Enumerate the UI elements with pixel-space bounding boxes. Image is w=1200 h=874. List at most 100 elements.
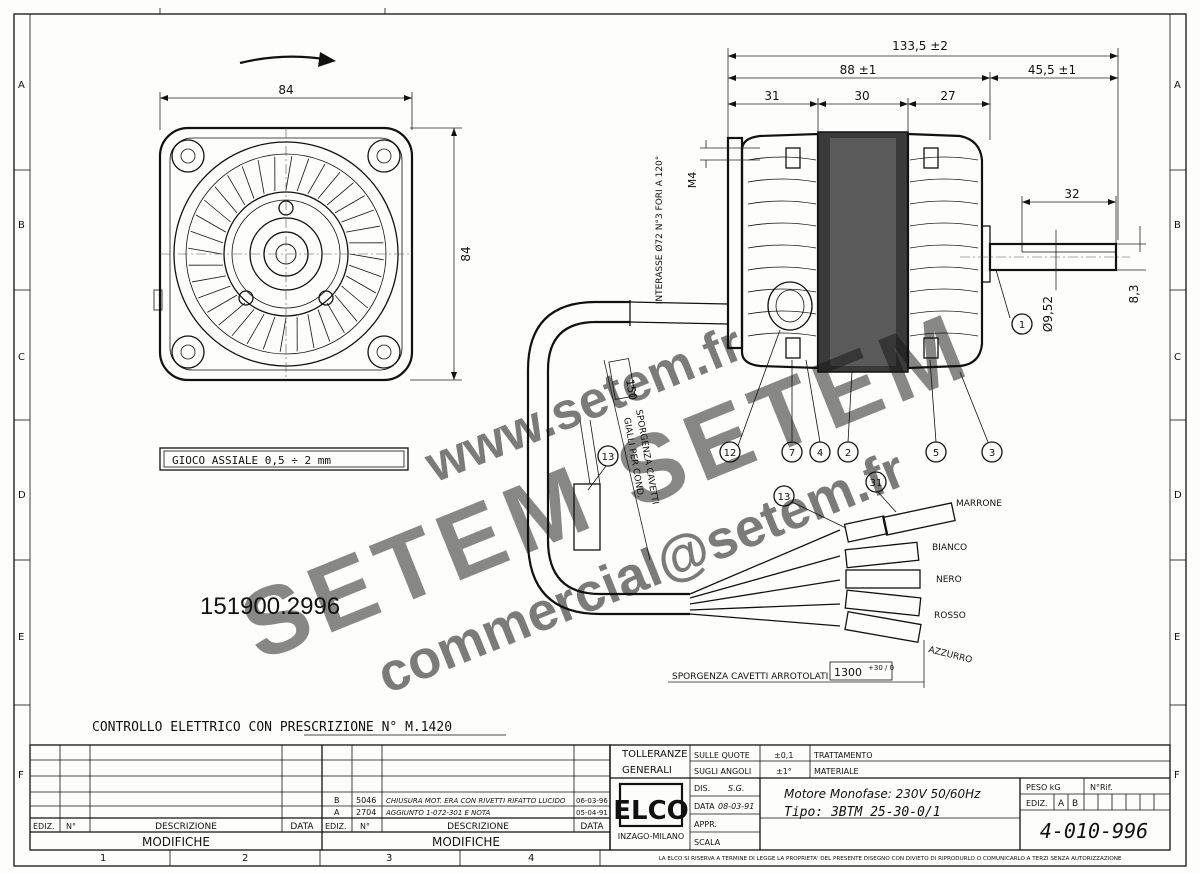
company-city: INZAGO-MILANO — [618, 832, 684, 841]
callout-31: 31 — [870, 478, 883, 489]
weight-label: PESO kG — [1026, 783, 1061, 792]
motor-type: Tipo: 3BTM 25-30-0/1 — [784, 805, 941, 820]
company-logo: ELCO — [613, 796, 689, 826]
front-width-dim: 84 — [278, 83, 293, 97]
cooling-fin — [231, 309, 255, 337]
cooling-fin — [334, 294, 358, 322]
end-bell-rib — [747, 266, 817, 271]
rev-row-a-number: 2704 — [356, 808, 376, 817]
material-label: MATERIALE — [814, 767, 859, 776]
grid-number-4: 4 — [528, 853, 534, 864]
segment-1-dim: 31 — [764, 89, 779, 103]
rev-head-edition-left: EDIZ. — [33, 822, 55, 831]
rev-row-b-number: 5046 — [356, 796, 376, 805]
front-height-dim: 84 — [459, 246, 473, 261]
cooling-fin — [227, 175, 246, 206]
rev-row-a-edition: A — [334, 808, 340, 817]
rev-modifiche-left: MODIFICHE — [142, 835, 210, 849]
cooling-fin — [345, 275, 377, 294]
cable-bundle — [526, 300, 729, 616]
edition-label: EDIZ. — [1026, 799, 1048, 808]
cable-length-value: 150 — [623, 378, 639, 401]
tolerances-label-line1: TOLLERANZE — [621, 749, 687, 760]
tol-angle-label: SUGLI ANGOLI — [694, 767, 751, 776]
callout-bubbles — [587, 269, 1033, 529]
date-label: DATA — [694, 802, 715, 811]
edition-a: A — [1058, 799, 1065, 809]
end-bell-rib — [747, 310, 817, 315]
cooling-fin — [214, 186, 238, 214]
total-length-dim: 133,5 ±2 — [892, 39, 948, 53]
end-bell-rib — [909, 310, 979, 315]
cooling-fin — [262, 316, 276, 350]
end-bell-rib — [747, 156, 817, 161]
approved-label: APPR. — [694, 820, 717, 829]
cooling-fin — [346, 225, 381, 233]
cooling-fin — [207, 294, 238, 313]
grid-number-3: 3 — [386, 853, 392, 864]
ownership-disclaimer: LA ELCO SI RISERVA A TERMINE DI LEGGE LA… — [659, 856, 1122, 862]
cooling-fin — [246, 313, 265, 345]
rev-head-date-right: DATA — [580, 822, 604, 832]
rev-head-edition-right: EDIZ. — [325, 822, 347, 831]
end-bell-rib — [909, 266, 979, 271]
cooling-fin — [279, 317, 287, 352]
rev-row-b-description: CHIUSURA MOT. ERA CON RIVETTI RIFATTO LU… — [386, 797, 566, 805]
cooling-fin — [198, 285, 231, 299]
front-view — [153, 52, 462, 382]
segment-2-dim: 30 — [854, 89, 869, 103]
electrical-check-note: CONTROLLO ELETTRICO CON PRESCRIZIONE N° … — [92, 720, 452, 735]
cooling-fin — [195, 214, 227, 233]
end-bell-rib — [747, 244, 817, 249]
rotation-arrow-icon — [318, 52, 336, 67]
end-bell-rib — [909, 222, 979, 227]
grid-letter-f-right: F — [1174, 770, 1180, 781]
motor-description: Motore Monofase: 230V 50/60Hz — [784, 787, 981, 801]
end-bell-rib — [909, 200, 979, 205]
cooling-fin — [349, 253, 384, 261]
coiled-cable-label: SPORGENZA CAVETTI ARROTOLATI — [672, 672, 828, 682]
shaft-length-dim: 45,5 ±1 — [1028, 63, 1076, 77]
rev-head-description-left: DESCRIZIONE — [155, 822, 217, 832]
rev-head-number-right: N° — [360, 822, 370, 831]
wire-marrone: MARRONE — [956, 499, 1002, 509]
treatment-label: TRATTAMENTO — [813, 751, 873, 760]
side-view — [700, 48, 1146, 373]
tol-linear-value: ±0,1 — [774, 751, 793, 760]
end-bell-rib — [909, 244, 979, 249]
drawn-value: S.G. — [728, 784, 744, 793]
cooling-fin — [190, 230, 224, 244]
rev-row-a-date: 05-04-91 — [576, 809, 608, 817]
callout-13-b: 13 — [778, 492, 791, 503]
grid-letter-b: B — [18, 220, 25, 231]
end-bell-rib — [909, 288, 979, 293]
flat-size-dim: 8,3 — [1127, 284, 1141, 303]
cooling-fin — [307, 163, 326, 195]
end-bell-rib — [909, 332, 979, 337]
cooling-fin — [317, 309, 331, 342]
grid-number-2: 2 — [242, 853, 248, 864]
grid-letter-f: F — [18, 770, 24, 781]
callout-3: 3 — [989, 448, 995, 459]
grid-letter-d: D — [18, 490, 26, 501]
end-bell-rib — [909, 156, 979, 161]
cooling-fin — [348, 264, 382, 278]
date-value: 08-03-91 — [718, 802, 754, 811]
cooling-fin — [285, 156, 293, 191]
callout-4: 4 — [817, 448, 823, 459]
grid-letter-e: E — [18, 632, 24, 643]
end-bell-rib — [747, 288, 817, 293]
end-bell-rib — [747, 200, 817, 205]
holes-note: INTERASSE Ø72 N°3 FORI A 120° — [654, 156, 665, 305]
grid-letter-a-right: A — [1174, 80, 1181, 91]
wire-azzurro: AZZURRO — [927, 645, 973, 666]
grid-letter-c: C — [18, 352, 25, 363]
body-length-dim: 88 ±1 — [840, 63, 877, 77]
part-number: 151900.2996 — [200, 593, 340, 620]
callout-13-a: 13 — [602, 452, 615, 463]
cooling-fin — [296, 158, 310, 192]
rev-head-date-left: DATA — [290, 822, 314, 832]
grid-letter-c-right: C — [1174, 352, 1181, 363]
wire-harness — [668, 502, 956, 688]
